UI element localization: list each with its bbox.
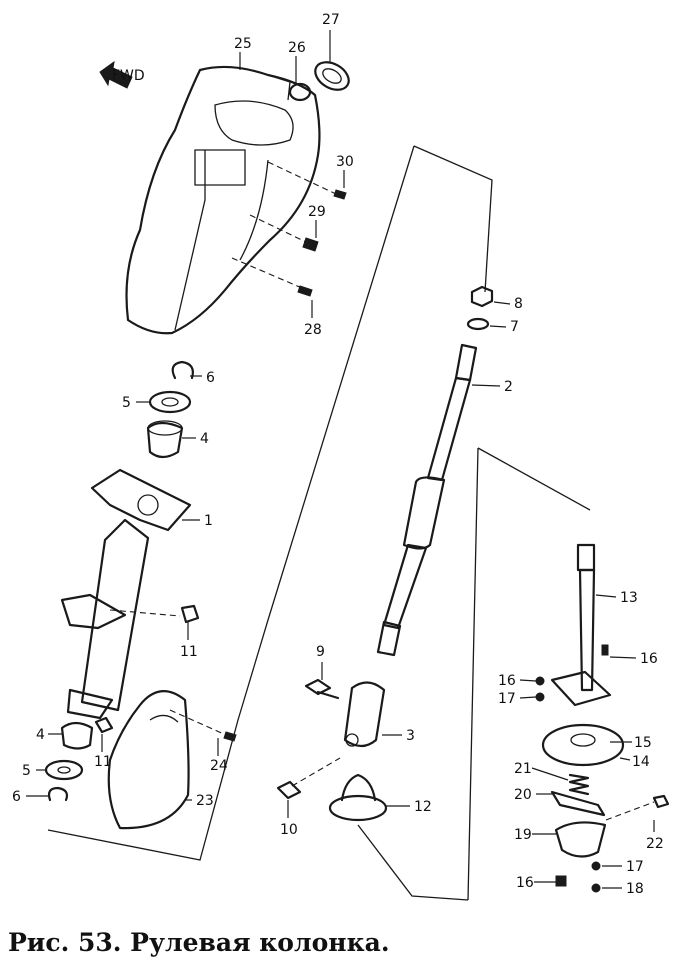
screw-28 bbox=[231, 257, 313, 297]
label-5-lower: 5 bbox=[22, 763, 31, 779]
label-17-lower: 17 bbox=[626, 859, 644, 875]
circlip-6-lower bbox=[47, 786, 69, 802]
spring-21 bbox=[568, 773, 590, 796]
label-4-upper: 4 bbox=[200, 431, 209, 447]
screw-30 bbox=[267, 161, 347, 200]
label-24: 24 bbox=[210, 758, 228, 774]
label-9: 9 bbox=[316, 644, 325, 660]
label-3: 3 bbox=[406, 728, 415, 744]
alignment-lines bbox=[47, 145, 591, 901]
label-12: 12 bbox=[414, 799, 432, 815]
ring-27 bbox=[314, 61, 350, 91]
column-cover-upper bbox=[125, 65, 321, 335]
washer-7 bbox=[466, 317, 490, 331]
washer-5-upper bbox=[148, 390, 192, 414]
steering-shaft-2 bbox=[376, 343, 478, 657]
yoke-19 bbox=[554, 821, 607, 858]
nut-8 bbox=[470, 285, 494, 308]
label-6-lower: 6 bbox=[12, 789, 21, 805]
screw-29 bbox=[249, 214, 319, 252]
circlip-6-upper bbox=[171, 360, 194, 380]
label-18: 18 bbox=[626, 881, 644, 897]
flange-14 bbox=[541, 723, 625, 767]
label-23: 23 bbox=[196, 793, 214, 809]
universal-joint-3 bbox=[343, 681, 386, 748]
label-16-left: 16 bbox=[498, 673, 516, 689]
label-16-right: 16 bbox=[640, 651, 658, 667]
label-2: 2 bbox=[504, 379, 513, 395]
label-10: 10 bbox=[280, 822, 298, 838]
label-5-upper: 5 bbox=[122, 395, 131, 411]
bolt-9 bbox=[304, 678, 340, 700]
column-tube-1 bbox=[60, 468, 192, 720]
bushing-4-upper bbox=[146, 420, 184, 459]
label-13: 13 bbox=[620, 590, 638, 606]
label-19: 19 bbox=[514, 827, 532, 843]
label-29: 29 bbox=[308, 204, 326, 220]
bearing-15 bbox=[550, 670, 612, 707]
label-7: 7 bbox=[510, 319, 519, 335]
leader-lines bbox=[26, 30, 655, 889]
label-21: 21 bbox=[514, 761, 532, 777]
figure-caption: Рис. 53. Рулевая колонка. bbox=[8, 928, 390, 957]
label-1: 1 bbox=[204, 513, 213, 529]
arm-20 bbox=[550, 790, 606, 817]
column-cover-lower-23 bbox=[107, 690, 190, 830]
label-30: 30 bbox=[336, 154, 354, 170]
label-15: 15 bbox=[634, 735, 652, 751]
bolt-22 bbox=[605, 794, 670, 821]
grommet-26 bbox=[288, 82, 312, 102]
label-22: 22 bbox=[646, 836, 664, 852]
fasteners-right bbox=[535, 644, 609, 893]
label-27: 27 bbox=[322, 12, 340, 28]
label-11-upper: 11 bbox=[180, 644, 198, 660]
washer-5-lower bbox=[44, 759, 84, 781]
label-28: 28 bbox=[304, 322, 322, 338]
label-11-lower: 11 bbox=[94, 754, 112, 770]
label-4-lower: 4 bbox=[36, 727, 45, 743]
label-8: 8 bbox=[514, 296, 523, 312]
label-14: 14 bbox=[632, 754, 650, 770]
part-labels: 25 26 27 30 29 28 8 7 2 6 5 4 1 11 4 5 6… bbox=[12, 12, 664, 897]
label-6-upper: 6 bbox=[206, 370, 215, 386]
label-20: 20 bbox=[514, 787, 532, 803]
bushing-4-lower bbox=[60, 721, 94, 750]
boot-12 bbox=[328, 773, 388, 822]
label-16-lower: 16 bbox=[516, 875, 534, 891]
screw-24 bbox=[169, 709, 237, 742]
forward-arrow-icon: FWD bbox=[99, 60, 145, 89]
bolt-10 bbox=[276, 757, 341, 800]
bolt-11-lower bbox=[94, 716, 114, 734]
bolt-11-upper bbox=[109, 604, 200, 624]
lower-shaft-13 bbox=[576, 543, 596, 692]
label-17-upper: 17 bbox=[498, 691, 516, 707]
label-25: 25 bbox=[234, 36, 252, 52]
label-26: 26 bbox=[288, 40, 306, 56]
forward-arrow-text: FWD bbox=[112, 68, 145, 84]
